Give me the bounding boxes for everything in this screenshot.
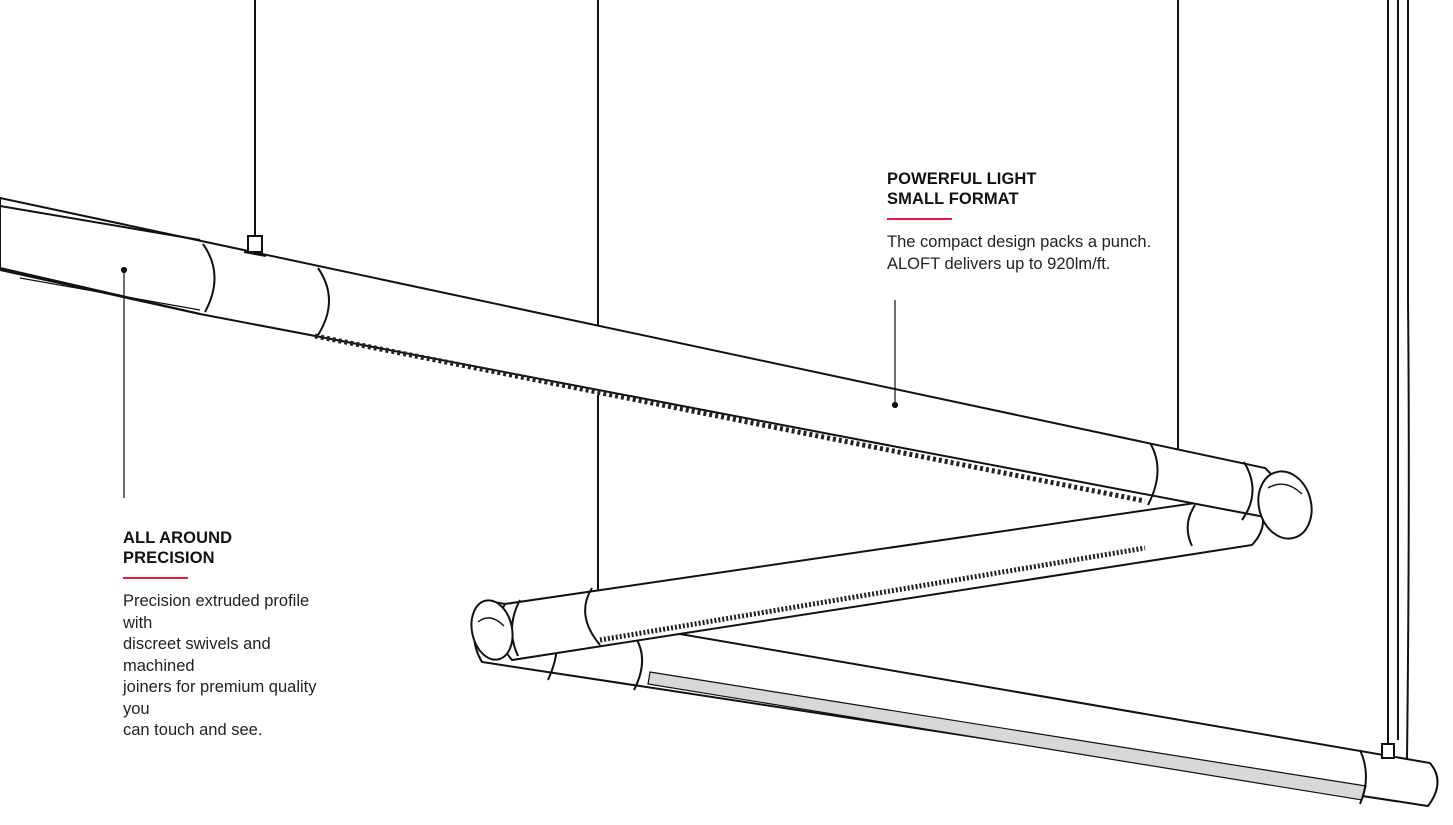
left-end-cap <box>470 599 514 661</box>
upper-joint-4 <box>1241 461 1254 521</box>
middle-bar-body <box>496 493 1264 662</box>
callout-precision-body-line: discreet swivels and machined <box>123 635 271 675</box>
upper-joint-3 <box>1147 442 1159 506</box>
callout-light: POWERFUL LIGHT SMALL FORMAT The compact … <box>887 169 1217 275</box>
callout-precision-body-line: Precision extruded profile with <box>123 592 310 632</box>
upper-bar-top-edge-extend <box>0 205 201 241</box>
upper-mount-base <box>243 251 267 257</box>
suspension-cables <box>254 0 1410 761</box>
upper-bar-thin-edge <box>19 277 201 311</box>
right-end-cap <box>1257 470 1313 540</box>
upper-joint-2 <box>317 267 330 336</box>
leader-right-dot <box>891 401 899 409</box>
right-end-cap-inner <box>1267 483 1303 495</box>
left-end-cap-inner <box>477 617 505 627</box>
lower-mount-cap <box>1381 743 1395 759</box>
callout-precision-heading-line2: PRECISION <box>123 549 215 567</box>
callout-precision-accent-rule <box>123 577 188 579</box>
callout-light-accent-rule <box>887 218 952 220</box>
callout-light-heading-line2: SMALL FORMAT <box>887 190 1019 208</box>
middle-joint-2 <box>584 587 601 646</box>
middle-bar <box>470 493 1264 662</box>
lower-joint-3 <box>1359 749 1367 805</box>
callout-light-heading-line1: POWERFUL LIGHT <box>887 170 1037 188</box>
upper-joint-1 <box>202 243 216 313</box>
upper-mount-cap <box>247 235 263 253</box>
callout-precision: ALL AROUND PRECISION Precision extruded … <box>123 528 323 742</box>
callout-light-heading: POWERFUL LIGHT SMALL FORMAT <box>887 169 1217 209</box>
middle-joint-3 <box>1186 504 1196 547</box>
callout-precision-body-line: can touch and see. <box>123 721 263 739</box>
callout-precision-heading: ALL AROUND PRECISION <box>123 528 323 568</box>
middle-bar-led <box>599 545 1146 643</box>
callout-light-body-line: ALOFT delivers up to 920lm/ft. <box>887 254 1111 273</box>
callout-light-body: The compact design packs a punch. ALOFT … <box>887 232 1217 275</box>
callout-precision-body: Precision extruded profile with discreet… <box>123 591 323 742</box>
callout-light-body-line: The compact design packs a punch. <box>887 233 1152 251</box>
callout-precision-heading-line1: ALL AROUND <box>123 529 233 547</box>
callout-leaders <box>120 266 899 498</box>
upper-bar <box>0 196 1313 540</box>
callout-precision-body-line: joiners for premium quality you <box>123 678 317 718</box>
power-cord-outer <box>1406 0 1410 761</box>
leader-left-dot <box>120 266 128 274</box>
